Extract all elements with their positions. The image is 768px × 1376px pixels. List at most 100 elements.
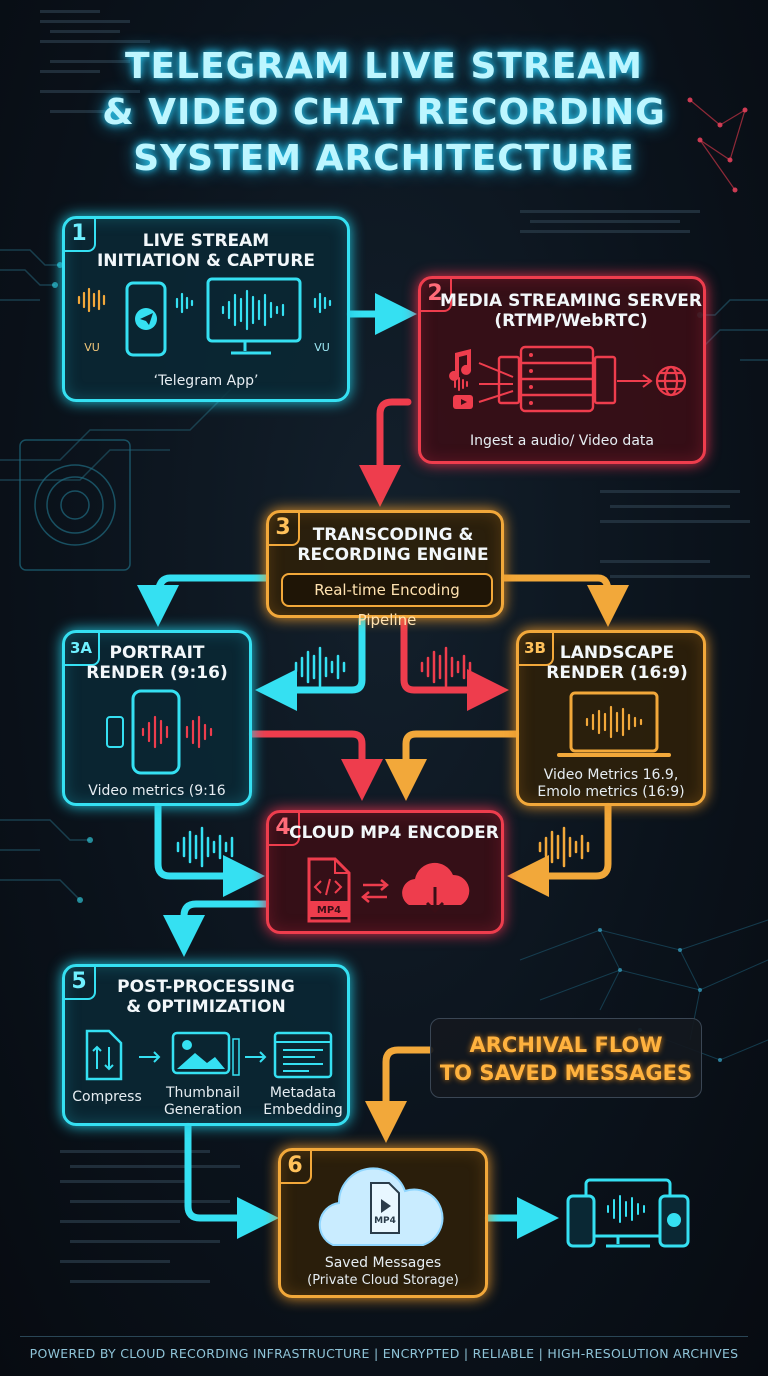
encoding-pipeline-label: Real-time Encoding Pipeline [281, 573, 493, 629]
globe-icon [655, 365, 687, 397]
encoder-illustration [307, 857, 470, 923]
caption-line-1: Video Metrics 16.9, [543, 767, 679, 783]
waveform-icon [585, 705, 643, 739]
vu-label-right: VU [314, 341, 330, 354]
portrait-illustration [106, 689, 213, 775]
footer-divider [20, 1336, 748, 1337]
title-line-2: (RTMP/WebRTC) [494, 311, 648, 331]
compress-icon [85, 1029, 123, 1081]
step-caption: Video metrics (9:16 [88, 783, 226, 799]
caption-line-2: Emolo metrics (16:9) [537, 784, 685, 800]
step-title: POST-PROCESSING & OPTIMIZATION [65, 977, 347, 1017]
step-1-live-stream-capture: 1 LIVE STREAM INITIATION & CAPTURE [62, 216, 350, 402]
step-number: 1 [64, 218, 96, 252]
label-line-2: Embedding [263, 1102, 343, 1118]
item-compress-label: Compress [69, 1089, 145, 1106]
step-title: CLOUD MP4 ENCODER [289, 823, 499, 843]
step-number: 6 [280, 1150, 312, 1184]
step-title: PORTRAIT RENDER (9:16) [65, 643, 249, 683]
waveform-icon [175, 292, 194, 314]
title-line-1: PORTRAIT [109, 643, 205, 663]
step-number: 2 [420, 278, 452, 312]
title-line-1: TRANSCODING & [312, 525, 474, 545]
telegram-icon [140, 313, 153, 325]
title-line-1: LANDSCAPE [559, 643, 675, 663]
step-3-transcoding-engine: 3 TRANSCODING & RECORDING ENGINE Real-ti… [266, 510, 504, 629]
waveform-icon [141, 715, 213, 749]
metadata-icon [273, 1031, 333, 1079]
step-6-saved-messages: 6 MP4 Saved Messages (Private Cloud Stor… [278, 1148, 488, 1298]
mp4-file-label: MP4 [316, 905, 342, 916]
step-number: 5 [64, 966, 96, 1000]
swap-arrows-icon [361, 879, 389, 903]
label-line-1: Thumbnail [165, 1085, 241, 1101]
archival-flow-label: ARCHIVAL FLOW TO SAVED MESSAGES [430, 1018, 702, 1098]
title-line-2: RECORDING ENGINE [297, 545, 489, 565]
music-note-icon [449, 349, 472, 381]
footer-text: POWERED BY CLOUD RECORDING INFRASTRUCTUR… [29, 1346, 739, 1361]
audio-wave-icon [454, 377, 468, 391]
mp4-file-icon [307, 857, 351, 923]
server-illustration [449, 345, 687, 413]
smartphone-icon [125, 281, 167, 357]
step-2-media-streaming-server: 2 MEDIA STREAMING SERVER (RTMP/WebRTC) [418, 276, 706, 464]
title-line-2: & OPTIMIZATION [126, 997, 286, 1017]
laptop-icon [557, 691, 671, 757]
waveform-icon [607, 1195, 645, 1223]
step-5-post-processing: 5 POST-PROCESSING & OPTIMIZATION [62, 964, 350, 1126]
post-processing-illustration [85, 1029, 333, 1081]
step-title: LANDSCAPE RENDER (16:9) [519, 643, 703, 683]
caption-line-2: (Private Cloud Storage) [307, 1273, 459, 1288]
label-line-1: Compress [72, 1089, 142, 1105]
small-phone-icon [106, 716, 124, 748]
title-line-1: LIVE STREAM [142, 231, 270, 251]
item-thumbnail-label: Thumbnail Generation [155, 1085, 251, 1119]
title-line-1: MEDIA STREAMING SERVER [440, 291, 702, 311]
step-title: LIVE STREAM INITIATION & CAPTURE [65, 231, 347, 271]
monitor-icon [206, 277, 302, 355]
vu-meter-left-icon [77, 287, 106, 313]
portrait-phone-icon [131, 689, 181, 775]
step-number: 4 [268, 812, 300, 846]
thumbnail-icon [171, 1031, 240, 1076]
archival-line-1: ARCHIVAL FLOW [469, 1033, 663, 1057]
step-caption: Saved Messages (Private Cloud Storage) [281, 1255, 485, 1289]
vu-label-left: VU [84, 341, 100, 354]
title-line-2: & VIDEO CHAT RECORDING [102, 92, 666, 133]
step-title: MEDIA STREAMING SERVER (RTMP/WebRTC) [421, 291, 703, 331]
archival-line-2: TO SAVED MESSAGES [439, 1061, 693, 1085]
server-rack-icon [497, 345, 617, 413]
step-caption: Ingest a audio/ Video data [470, 433, 654, 449]
title-line-3: SYSTEM ARCHITECTURE [133, 138, 635, 179]
caption-line-1: Saved Messages [324, 1255, 442, 1271]
page-title: TELEGRAM LIVE STREAM & VIDEO CHAT RECORD… [0, 44, 768, 182]
title-line-1: POST-PROCESSING [117, 977, 295, 997]
step-4-cloud-mp4-encoder: 4 CLOUD MP4 ENCODER MP4 [266, 810, 504, 934]
title-line-2: RENDER (16:9) [546, 663, 688, 683]
mp4-file-label: MP4 [374, 1216, 396, 1226]
landscape-illustration [557, 691, 671, 757]
step-number: 3 [268, 512, 300, 546]
step-caption: ‘Telegram App’ [153, 373, 259, 389]
capture-illustration [77, 277, 332, 357]
title-line-2: RENDER (9:16) [86, 663, 228, 683]
label-line-2: Generation [163, 1102, 243, 1118]
step-3b-landscape-render: 3B LANDSCAPE RENDER (16:9) Video Metrics… [516, 630, 706, 806]
label-line-1: Metadata [269, 1085, 337, 1101]
step-3a-portrait-render: 3A PORTRAIT RENDER (9:16) Video metrics … [62, 630, 252, 806]
step-number: 3A [64, 632, 100, 666]
devices-illustration [566, 1178, 690, 1248]
title-line-2: INITIATION & CAPTURE [96, 251, 316, 271]
cloud-storage-illustration [318, 1167, 444, 1246]
item-metadata-label: Metadata Embedding [255, 1085, 351, 1119]
title-line-1: TELEGRAM LIVE STREAM [125, 46, 643, 87]
telegram-icon [667, 1213, 681, 1227]
step-title: TRANSCODING & RECORDING ENGINE [269, 525, 501, 565]
monitor-icon [584, 1178, 672, 1238]
step-caption: Video Metrics 16.9, Emolo metrics (16:9) [519, 767, 703, 801]
vu-meter-right-icon [313, 292, 332, 314]
step-number: 3B [518, 632, 554, 666]
cloud-upload-icon [402, 862, 470, 914]
